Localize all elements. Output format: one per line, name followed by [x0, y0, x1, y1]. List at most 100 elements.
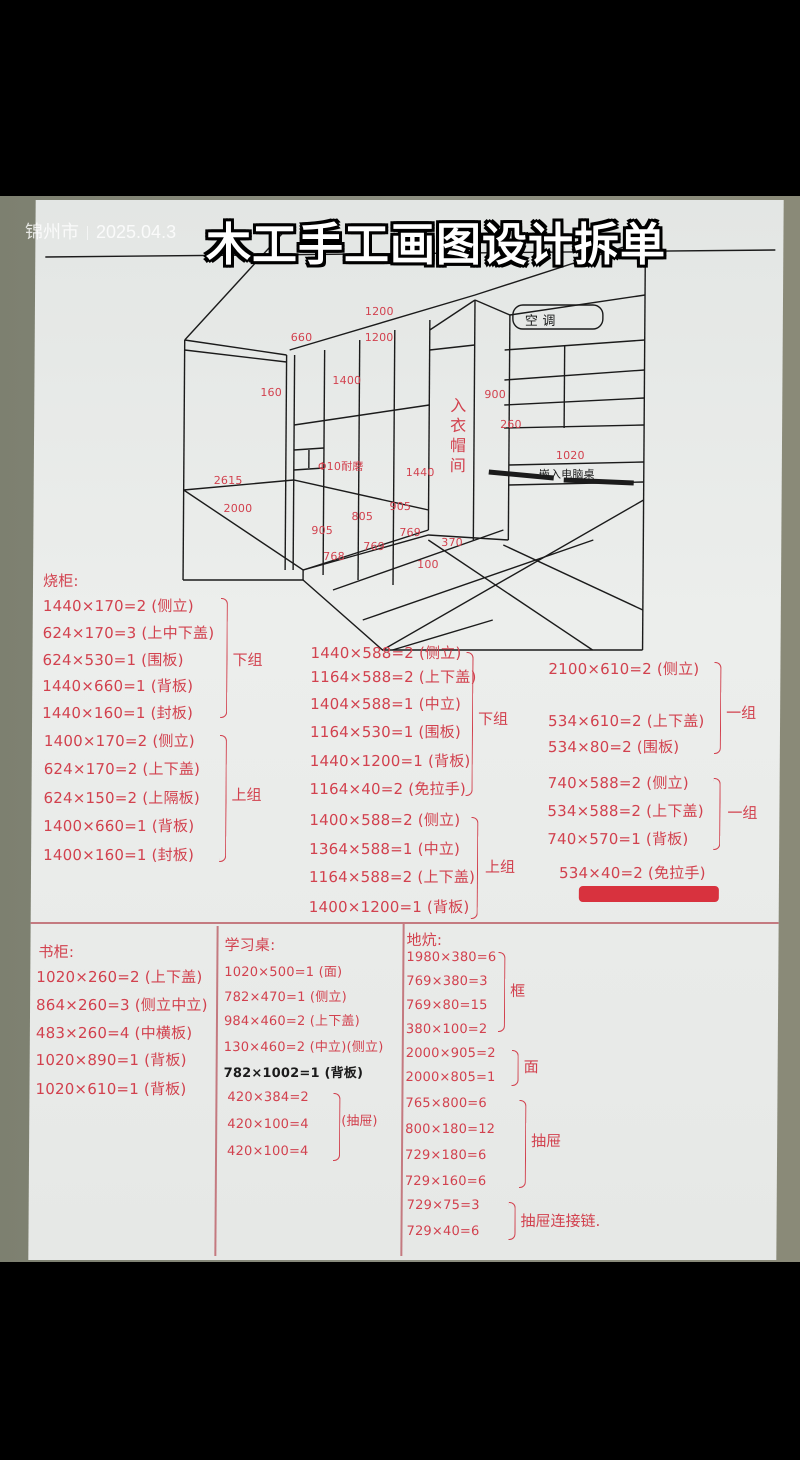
bracket [497, 952, 506, 1032]
floor-bed-title: 地炕: [406, 931, 443, 949]
list-item: 864×260=3 (侧立中立) [36, 996, 208, 1014]
group-label: 面 [523, 1058, 539, 1076]
bracket [332, 1093, 341, 1161]
group-label: 一组 [726, 704, 757, 722]
list-item: 1400×588=2 (侧立) [309, 811, 461, 829]
list-item: 769×380=3 [406, 974, 488, 989]
dim-label: 769 [363, 540, 385, 553]
dim-label: 1020 [555, 449, 585, 462]
walk-in-closet-label: 入衣帽间 [449, 396, 467, 475]
list-item: 729×75=3 [406, 1198, 480, 1213]
list-item: 1164×40=2 (免拉手) [309, 780, 467, 798]
dim-label: 1200 [364, 305, 394, 318]
bracket [219, 735, 227, 862]
list-item: 1164×530=1 (围板) [309, 723, 462, 741]
list-item: 1400×660=1 (背板) [43, 817, 195, 835]
design-sheet: 1200 660 1200 160 1400 900 260 空 调 入衣帽间 … [28, 200, 784, 1260]
dim-label: 100 [417, 558, 439, 571]
bracket [511, 1050, 519, 1086]
desk-label: 嵌入电脑桌 [538, 468, 595, 481]
list-item: 765×800=6 [405, 1096, 487, 1111]
dim-label: 160 [260, 386, 283, 399]
bookcase-title: 书柜: [38, 943, 75, 961]
bracket [518, 1100, 527, 1188]
location-date-stamp: 锦州市 2025.04.3 [25, 218, 176, 244]
bracket [508, 1202, 516, 1240]
bracket [220, 598, 228, 718]
photo: 1200 660 1200 160 1400 900 260 空 调 入衣帽间 … [0, 196, 800, 1262]
list-item: 782×470=1 (侧立) [224, 990, 347, 1005]
list-item: 1404×588=1 (中立) [310, 695, 462, 713]
list-item: 729×180=6 [404, 1148, 487, 1163]
list-item: 1164×588=2 (上下盖) [310, 668, 477, 686]
dim-label: 260 [500, 418, 522, 431]
dim-label: 1200 [364, 331, 394, 344]
crossed-out-row [578, 886, 719, 902]
dim-label: 905 [389, 500, 412, 513]
ac-label: 空 调 [524, 314, 556, 329]
list-item: 1440×1200=1 (背板) [309, 752, 471, 770]
list-item: 1440×588=2 (侧立) [310, 644, 462, 662]
list-item: 729×160=6 [404, 1174, 487, 1189]
list-item: 782×1002=1 (背板) [223, 1066, 364, 1081]
list-item: 534×588=2 (上下盖) [547, 802, 704, 820]
group-label: 抽屉连接链. [520, 1212, 601, 1230]
list-item: 2000×905=2 [405, 1046, 496, 1061]
list-item: 1020×890=1 (背板) [35, 1051, 187, 1069]
bracket [713, 662, 722, 754]
bracket [465, 652, 474, 796]
list-item: 2000×805=1 [405, 1070, 496, 1085]
list-item: 2100×610=2 (侧立) [548, 660, 700, 678]
list-item: 624×150=2 (上隔板) [43, 789, 201, 807]
list-item: 1980×380=6 [406, 950, 497, 965]
list-item: 1400×160=1 (封板) [43, 846, 195, 864]
list-item: 769×80=15 [406, 998, 488, 1013]
date-text: 2025.04.3 [96, 222, 177, 242]
dim-label: 660 [290, 331, 313, 344]
list-item: 1440×160=1 (封板) [42, 704, 194, 722]
group-label: 下组 [232, 651, 263, 669]
wardrobe-title: 烧柜: [42, 572, 79, 590]
desk-title: 学习桌: [224, 936, 276, 954]
list-item: 729×40=6 [406, 1224, 480, 1239]
list-item: 483×260=4 (中横板) [35, 1024, 193, 1042]
list-item: 130×460=2 (中立)(侧立) [223, 1040, 384, 1055]
list-item: 420×100=4 [227, 1117, 309, 1132]
group-label: 抽屉 [531, 1132, 562, 1150]
list-item: 624×170=2 (上下盖) [43, 760, 201, 778]
dim-label: 905 [311, 524, 334, 537]
list-item: 1400×170=2 (侧立) [43, 732, 195, 750]
bracket [713, 778, 721, 850]
list-item: 1364×588=1 (中立) [309, 840, 461, 858]
dim-label: 370 [441, 536, 463, 549]
dim-label: 1440 [405, 466, 435, 479]
overlay-title: 木工手工画图设计拆单 [206, 218, 667, 271]
list-item: 420×100=4 [227, 1144, 309, 1159]
list-item: 534×610=2 (上下盖) [548, 712, 705, 730]
dim-label: 2000 [223, 502, 253, 515]
dim-label: 2615 [213, 474, 243, 487]
list-item: 1020×260=2 (上下盖) [36, 968, 203, 986]
dim-label: 900 [484, 388, 506, 401]
list-item: 984×460=2 (上下盖) [223, 1014, 360, 1029]
group-label: (抽屉) [341, 1114, 378, 1129]
list-item: 380×100=2 [405, 1022, 488, 1037]
list-item: 1164×588=2 (上下盖) [308, 868, 476, 886]
location-text: 锦州市 [25, 222, 79, 242]
list-item: 1020×500=1 (面) [224, 965, 343, 980]
list-item: 1440×170=2 (侧立) [42, 597, 194, 615]
dim-label: 1400 [332, 374, 362, 387]
list-item: 534×80=2 (围板) [547, 738, 680, 756]
bracket [470, 817, 479, 919]
list-item: 740×588=2 (侧立) [547, 774, 689, 792]
list-item: 624×530=1 (围板) [42, 651, 184, 669]
list-item: 1440×660=1 (背板) [42, 677, 194, 695]
list-item: 420×384=2 [227, 1090, 309, 1105]
list-item: 1400×1200=1 (背板) [308, 898, 470, 916]
list-item: 740×570=1 (背板) [547, 830, 689, 848]
group-label: 上组 [484, 858, 516, 876]
divider [30, 922, 779, 924]
list-item: 800×180=12 [405, 1122, 496, 1137]
dim-label: 805 [351, 510, 374, 523]
list-item: 1020×610=1 (背板) [35, 1080, 187, 1098]
